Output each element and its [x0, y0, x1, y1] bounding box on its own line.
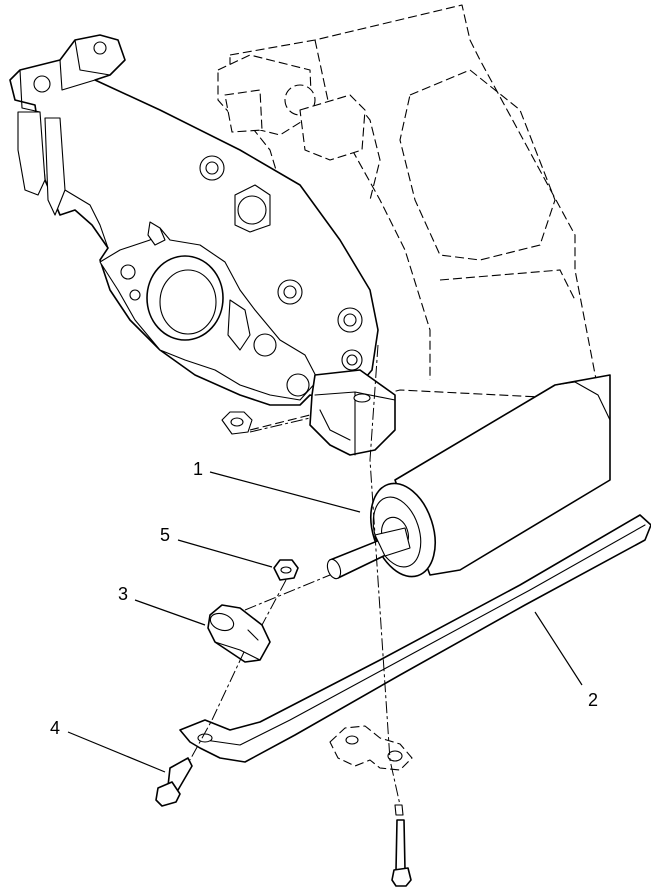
- assembly-center-lines: [189, 344, 401, 806]
- callout-2: 2: [588, 690, 598, 710]
- callout-4: 4: [50, 718, 60, 738]
- long-bolt: [391, 804, 412, 887]
- scraper-rod: [179, 514, 651, 763]
- leader-5: [177, 539, 273, 568]
- short-bolt: [155, 757, 193, 807]
- lower-mount-plate: [329, 725, 413, 771]
- leader-2: [534, 611, 583, 686]
- callout-3: 3: [118, 584, 128, 604]
- callout-5: 5: [160, 525, 170, 545]
- hex-nut: [273, 559, 299, 581]
- callout-labels: 1 2 3 4 5: [50, 459, 598, 738]
- ghost-nut: [221, 411, 311, 435]
- roller-cylinder: [370, 374, 611, 578]
- leader-4: [67, 731, 166, 773]
- clamp: [207, 604, 271, 663]
- leader-3: [134, 599, 206, 626]
- roller-shaft: [326, 527, 411, 580]
- leader-1: [209, 471, 361, 513]
- callout-1: 1: [193, 459, 203, 479]
- callout-leaders: [67, 471, 583, 773]
- mounting-bracket: [9, 34, 396, 456]
